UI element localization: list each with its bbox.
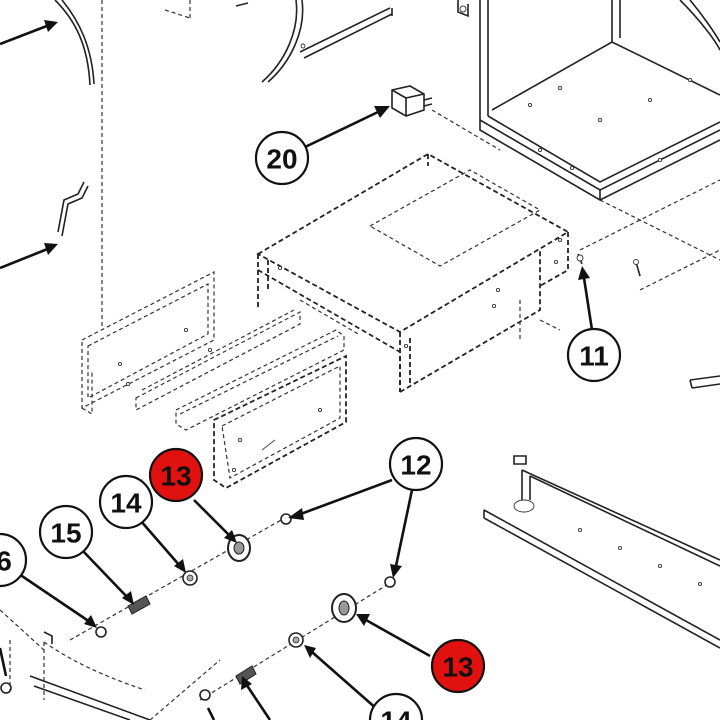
leader-lines — [0, 106, 594, 720]
callout-c14a: 14 — [98, 474, 154, 530]
callout-number: 6 — [0, 546, 12, 577]
bottom-left-plate — [0, 609, 221, 720]
callout-c14b: 14 — [368, 692, 424, 720]
callout-circle — [38, 504, 94, 560]
bolt-upper — [127, 595, 151, 615]
callout-number: 15 — [50, 518, 81, 549]
callout-circle — [0, 532, 28, 588]
callout-circle — [98, 474, 154, 530]
roller-assembly-upper — [69, 513, 292, 641]
callout-circle — [430, 638, 486, 694]
callout-number: 14 — [110, 488, 142, 519]
callout-number: 20 — [266, 144, 297, 175]
callout-circle — [566, 327, 622, 383]
callout-c13b: 13 — [430, 638, 486, 694]
top-center-parts — [164, 0, 469, 83]
callout-c15: 15 — [38, 504, 94, 560]
control-enclosure — [256, 152, 570, 393]
slide-rail — [483, 375, 720, 649]
callout-c13a: 13 — [148, 447, 204, 503]
bolt-lower — [235, 665, 257, 685]
callout-c20: 20 — [254, 130, 310, 186]
roller-assembly-lower — [199, 576, 396, 701]
callout-number: 14 — [380, 706, 412, 720]
main-frame — [479, 0, 720, 291]
callout-c16: 6 — [0, 532, 28, 588]
power-plug — [391, 85, 501, 151]
callout-circle — [254, 130, 310, 186]
callout-circle — [148, 447, 204, 503]
callout-c11: 11 — [566, 327, 622, 383]
callout-c12: 12 — [388, 436, 444, 492]
callout-number: 12 — [400, 450, 431, 481]
left-bracket-panels — [81, 271, 347, 490]
callout-number: 13 — [160, 461, 191, 492]
callout-circle — [388, 436, 444, 492]
callout-number: 11 — [579, 341, 609, 372]
callouts: 20 11 12 13 14 15 6 13 14 — [0, 130, 622, 720]
top-left-parts — [0, 0, 103, 330]
callout-circle — [368, 692, 424, 720]
callout-number: 13 — [442, 652, 473, 683]
